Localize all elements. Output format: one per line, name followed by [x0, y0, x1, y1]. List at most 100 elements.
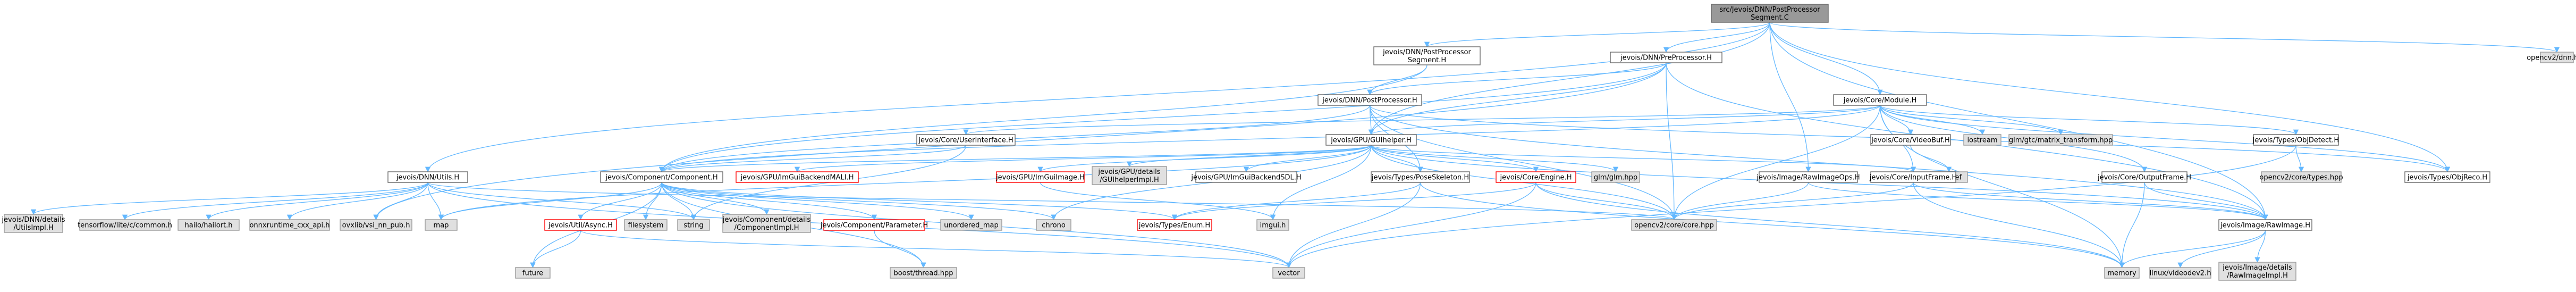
edge-layer — [31, 22, 2560, 269]
node-hailo-hailort-h[interactable]: hailo/hailort.h — [178, 219, 240, 231]
node-jevois-types-enum-h[interactable]: jevois/Types/Enum.H — [1137, 219, 1212, 231]
node-imgui-h[interactable]: imgui.h — [1256, 219, 1289, 231]
edge-guihelper-to-imguisdl — [1243, 145, 1372, 173]
edge-root-to-objreco — [1769, 22, 2451, 173]
node-box — [249, 219, 330, 231]
node-jevois-image-details-rawimageimpl-h[interactable]: jevois/Image/details/RawImageImpl.H — [2218, 262, 2296, 281]
node-jevois-types-objreco-h[interactable]: jevois/Types/ObjReco.H — [2404, 171, 2490, 183]
node-jevois-core-inputframe-h[interactable]: jevois/Core/InputFrame.H — [1869, 171, 1957, 183]
edge-utils-to-cvcore — [427, 182, 1677, 221]
node-box — [340, 219, 412, 231]
node-box — [544, 219, 617, 231]
node-label: future — [522, 270, 543, 278]
node-jevois-component-parameter-h[interactable]: jevois/Component/Parameter.H — [820, 219, 928, 231]
node-filesystem[interactable]: filesystem — [624, 219, 668, 231]
node-jevois-dnn-preprocessor-h[interactable]: jevois/DNN/PreProcessor.H — [1610, 52, 1722, 63]
node-label: jevois/Component/details — [722, 216, 810, 224]
node-label: jevois/Core/UserInterface.H — [918, 137, 1013, 145]
edge-imguiimage-to-imgui — [1040, 182, 1276, 221]
node-label: ovxlib/vsi_nn_pub.h — [342, 222, 410, 230]
node-jevois-types-objdetect-h[interactable]: jevois/Types/ObjDetect.H — [2252, 134, 2339, 146]
node-box — [1759, 171, 1858, 183]
node-opencv2-core-types-hpp[interactable]: opencv2/core/types.hpp — [2259, 171, 2343, 183]
edge-component-to-async — [578, 182, 662, 221]
node-jevois-gpu-imguibackendsdl-h[interactable]: jevois/GPU/ImGuiBackendSDL.H — [1190, 171, 1302, 183]
node-jevois-gpu-details-guihelperimpl-h[interactable]: jevois/GPU/details/GUIhelperImpl.H — [1092, 166, 1167, 185]
node-jevois-core-userinterface-h[interactable]: jevois/Core/UserInterface.H — [916, 134, 1016, 146]
edge-param-to-boostthread — [874, 230, 926, 269]
node-boost-thread-hpp[interactable]: boost/thread.hpp — [890, 267, 957, 279]
edge-videobuf-to-cstddef — [1910, 145, 1952, 173]
edge-rawops-to-rawimage — [1808, 182, 2268, 221]
node-jevois-core-engine-h[interactable]: jevois/Core/Engine.H — [1496, 171, 1576, 183]
edge-pre-to-component — [658, 62, 1667, 173]
node-glm-glm-hpp[interactable]: glm/glm.hpp — [1591, 171, 1640, 183]
node-box — [1325, 134, 1417, 146]
node-iostream[interactable]: iostream — [1963, 134, 2001, 146]
node-box — [178, 219, 240, 231]
node-box — [1036, 219, 1071, 231]
edge-component-to-chrono — [661, 182, 1057, 221]
node-label: tensorflow/lite/c/common.h — [78, 222, 172, 230]
node-glm-gtc-matrix-transform-hpp[interactable]: glm/gtc/matrix_transform.hpp — [2008, 134, 2113, 146]
edge-engine-to-cvcore — [1535, 182, 1677, 221]
node-jevois-gpu-imguiimage-h[interactable]: jevois/GPU/ImGuiImage.H — [995, 171, 1085, 183]
node-box — [600, 171, 723, 183]
edge-pre-to-post — [1367, 62, 1667, 96]
edge-poseskel-to-vector — [1286, 182, 1421, 269]
edge-guihelper-to-inputframe — [1371, 145, 1916, 173]
edge-root-to-utils — [425, 22, 1770, 173]
node-label: glm/gtc/matrix_transform.hpp — [2009, 137, 2113, 145]
node-jevois-gpu-imguibackendmali-h[interactable]: jevois/GPU/ImGuiBackendMALI.H — [736, 171, 859, 183]
node-memory[interactable]: memory — [2104, 267, 2140, 279]
node-jevois-image-rawimage-h[interactable]: jevois/Image/RawImage.H — [2218, 219, 2312, 231]
node-string[interactable]: string — [677, 219, 710, 231]
node-label: jevois/GPU/details — [1097, 168, 1160, 176]
node-opencv2-core-core-hpp[interactable]: opencv2/core/core.hpp — [1631, 219, 1717, 231]
edge-objdetect-to-vector — [1286, 145, 2296, 269]
node-jevois-gpu-guihelper-h[interactable]: jevois/GPU/GUIhelper.H — [1325, 134, 1417, 146]
edge-post-to-component — [659, 105, 1371, 173]
node-vector[interactable]: vector — [1272, 267, 1305, 279]
node-ovxlib-vsi-nn-pub-h[interactable]: ovxlib/vsi_nn_pub.h — [340, 219, 412, 231]
node-unordered-map[interactable]: unordered_map — [940, 219, 1002, 231]
node-jevois-dnn-postprocessor-h[interactable]: jevois/DNN/PostProcessor.H — [1317, 94, 1422, 106]
node-label: jevois/Util/Async.H — [548, 222, 613, 230]
node-box — [624, 219, 668, 231]
node-label: jevois/GPU/ImGuiImage.H — [995, 174, 1085, 182]
node-jevois-dnn-details-utilsimpl-h[interactable]: jevois/DNN/details/UtilsImpl.H — [1, 214, 65, 233]
node-jevois-core-module-h[interactable]: jevois/Core/Module.H — [1833, 94, 1927, 106]
node-box — [1092, 166, 1167, 185]
node-jevois-core-videobuf-h[interactable]: jevois/Core/VideoBuf.H — [1870, 134, 1951, 146]
node-jevois-types-poseskeleton-h[interactable]: jevois/Types/PoseSkeleton.H — [1371, 171, 1470, 183]
node-chrono[interactable]: chrono — [1036, 219, 1071, 231]
edge-component-to-map — [438, 182, 662, 221]
edge-inputframe-to-cvcore — [1671, 182, 1914, 221]
node-jevois-dnn-utils-h[interactable]: jevois/DNN/Utils.H — [387, 171, 468, 183]
node-box — [736, 171, 859, 183]
node-opencv2-dnn-hpp[interactable]: opencv2/dnn.hpp — [2527, 52, 2576, 63]
node-jevois-util-async-h[interactable]: jevois/Util/Async.H — [544, 219, 617, 231]
node-future[interactable]: future — [515, 267, 551, 279]
node-linux-videodev2-h[interactable]: linux/videodev2.h — [2149, 267, 2211, 279]
node-tensorflow-lite-c-common-h[interactable]: tensorflow/lite/c/common.h — [78, 219, 172, 231]
edge-guihelper-to-imguiimage — [1037, 145, 1372, 173]
edge-module-to-cvcore — [1671, 105, 1881, 221]
node-jevois-image-rawimageops-h[interactable]: jevois/Image/RawImageOps.H — [1756, 171, 1860, 183]
node-onnxruntime-cxx-api-h[interactable]: onnxruntime_cxx_api.h — [249, 219, 330, 231]
node-map[interactable]: map — [425, 219, 458, 231]
edge-rawimage-to-videodev2 — [2177, 230, 2266, 269]
node-jevois-component-details-componentimpl-h[interactable]: jevois/Component/details/ComponentImpl.H — [722, 214, 811, 233]
node-box — [387, 171, 468, 183]
node-jevois-core-outputframe-h[interactable]: jevois/Core/OutputFrame.H — [2097, 171, 2191, 183]
node-label: boost/thread.hpp — [894, 270, 953, 278]
edge-guihelper-to-poseskel — [1371, 145, 1423, 173]
node-box — [1272, 267, 1305, 279]
node-box — [1711, 4, 1829, 23]
edge-root-to-rawimage — [1769, 22, 2268, 221]
node-label: jevois/DNN/PreProcessor.H — [1620, 54, 1712, 62]
node-box — [1256, 219, 1289, 231]
node-jevois-component-component-h[interactable]: jevois/Component/Component.H — [600, 171, 723, 183]
